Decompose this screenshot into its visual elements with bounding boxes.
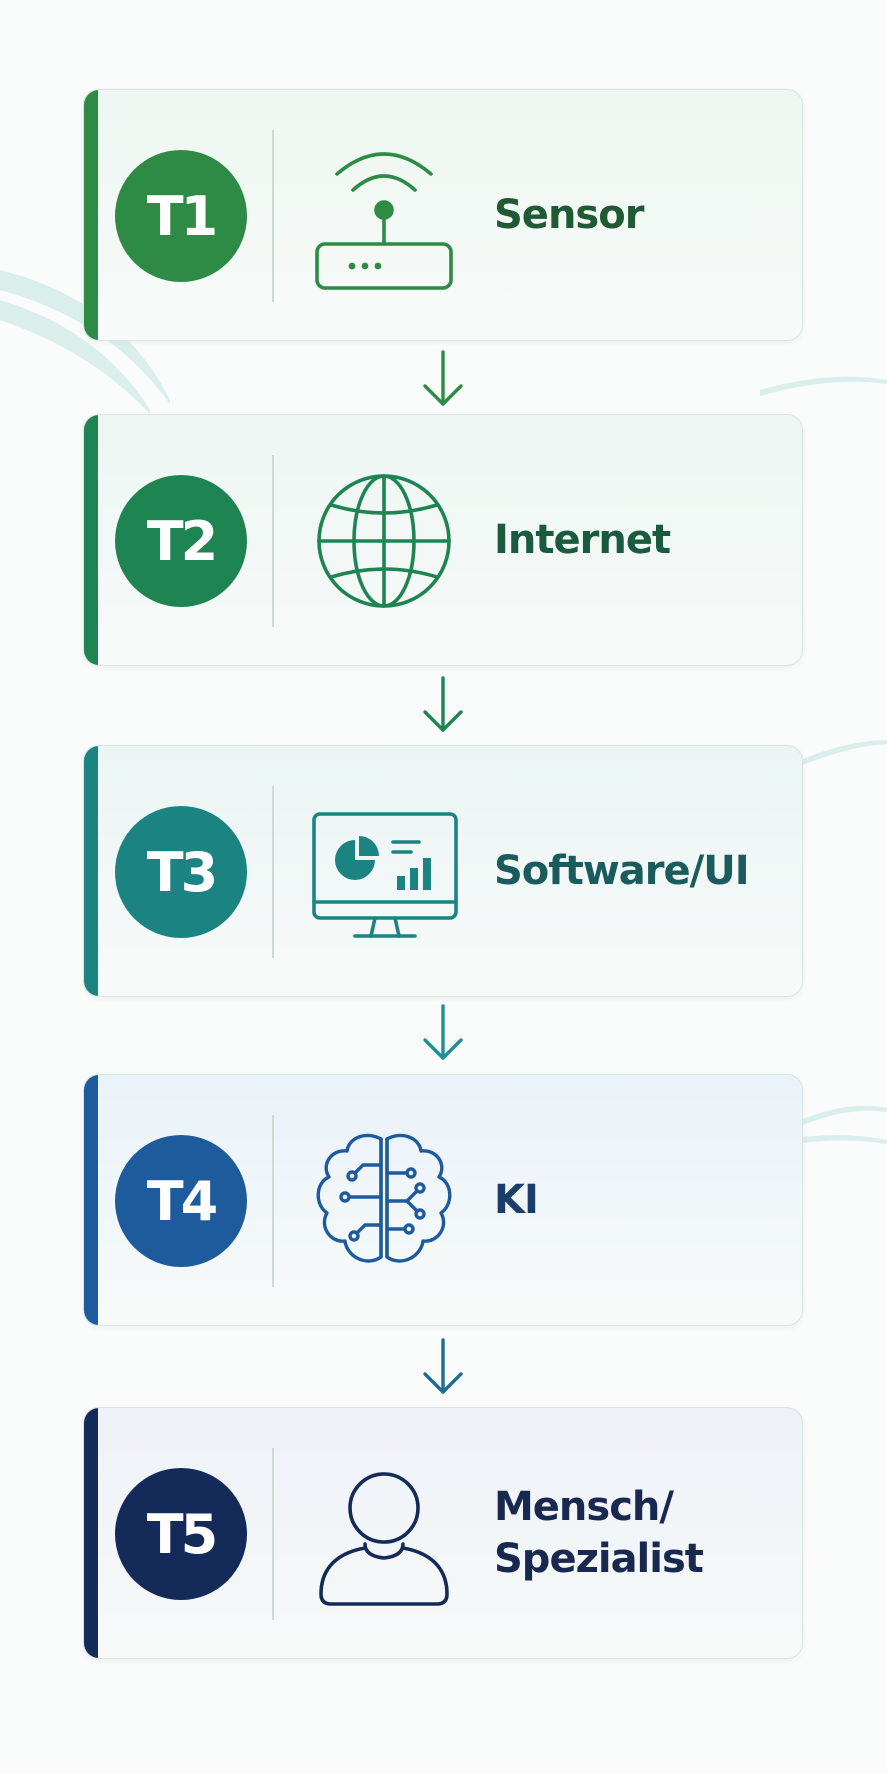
step-badge: T5 — [115, 1468, 247, 1600]
step-label-line: Mensch/ — [494, 1484, 674, 1530]
card-accent-bar — [84, 746, 98, 996]
step-label: Software/UI — [494, 848, 750, 894]
card-accent-bar — [84, 1075, 98, 1325]
step-card-t1: T1 Sensor — [83, 89, 803, 341]
step-label: KI — [494, 1177, 539, 1223]
card-divider — [272, 786, 274, 958]
card-accent-bar — [84, 1408, 98, 1658]
card-accent-bar — [84, 415, 98, 665]
step-label: Sensor — [494, 192, 644, 238]
brain-circuit-icon — [309, 1125, 459, 1277]
step-label: Internet — [494, 517, 671, 563]
person-icon — [309, 1458, 459, 1610]
step-badge: T1 — [115, 150, 247, 282]
step-label-line: Spezialist — [494, 1536, 704, 1582]
flow-arrow — [421, 348, 465, 410]
router-signal-icon — [309, 140, 459, 292]
card-divider — [272, 130, 274, 302]
monitor-chart-icon — [309, 796, 459, 948]
globe-icon — [309, 465, 459, 617]
step-label: Mensch/ Spezialist — [494, 1408, 704, 1658]
step-card-t3: T3 Software/UI — [83, 745, 803, 997]
step-card-t5: T5 Mensch/ Spezialist — [83, 1407, 803, 1659]
step-badge: T3 — [115, 806, 247, 938]
card-divider — [272, 1115, 274, 1287]
card-divider — [272, 455, 274, 627]
step-card-t4: T4 KI — [83, 1074, 803, 1326]
step-badge: T2 — [115, 475, 247, 607]
flow-arrow — [421, 1002, 465, 1064]
step-badge: T4 — [115, 1135, 247, 1267]
flow-arrow — [421, 1336, 465, 1398]
card-divider — [272, 1448, 274, 1620]
step-card-t2: T2 Internet — [83, 414, 803, 666]
card-accent-bar — [84, 90, 98, 340]
flow-arrow — [421, 674, 465, 736]
